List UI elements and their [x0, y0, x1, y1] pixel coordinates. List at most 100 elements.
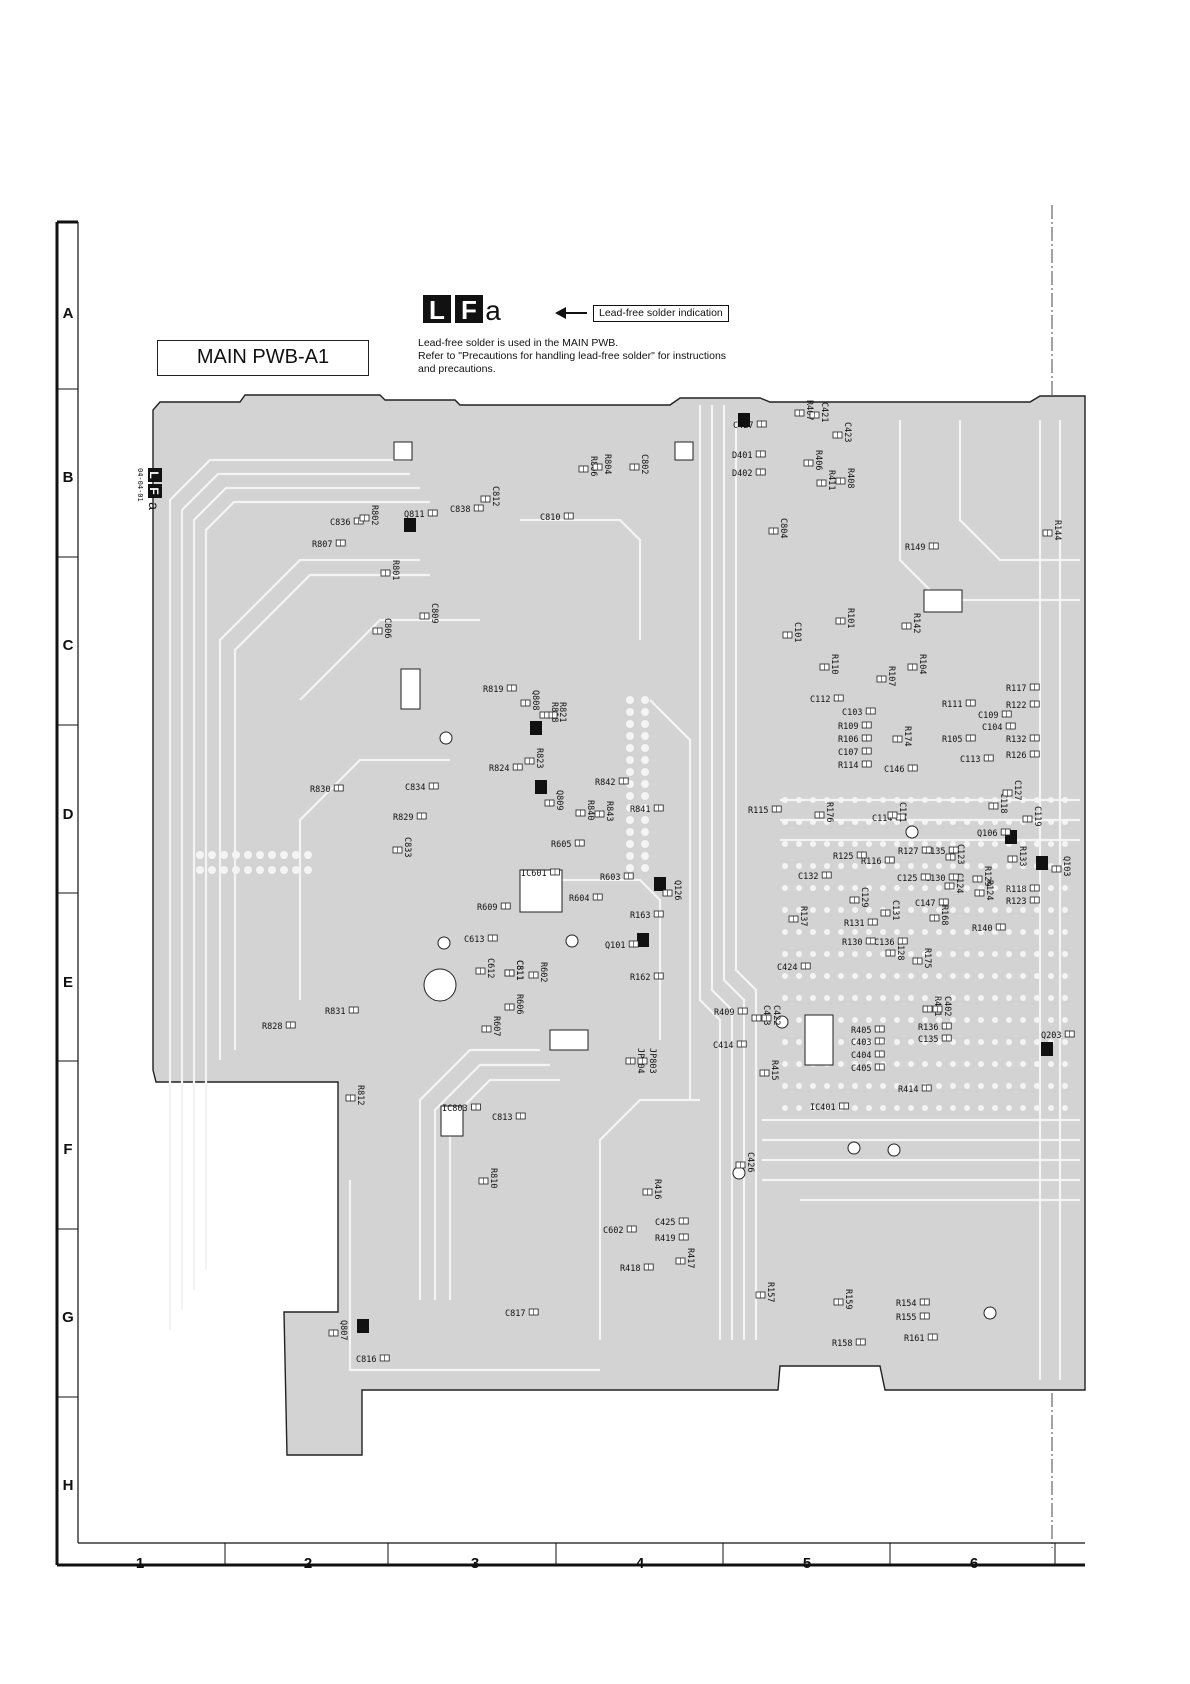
- component-label: R807: [312, 540, 332, 550]
- component-pads: [285, 409, 1075, 1362]
- component-label: Q203: [1041, 1031, 1061, 1041]
- component-label: C111: [897, 802, 907, 822]
- component-label: R104: [917, 654, 927, 674]
- svg-text:F: F: [147, 487, 161, 494]
- component-label: R115: [748, 806, 768, 816]
- reference-designators: C427D401D402R407C421R406C423R408R411R806…: [262, 400, 1071, 1365]
- component-label: D401: [732, 451, 752, 461]
- grid-row-label: A: [62, 305, 74, 322]
- lead-free-logo: L F a: [423, 295, 501, 325]
- component-label: R602: [538, 962, 548, 982]
- component-label: Q808: [530, 690, 540, 710]
- component-label: R159: [843, 1289, 853, 1309]
- component-label: R128: [895, 940, 905, 960]
- component-label: R416: [652, 1179, 662, 1199]
- component-label: Q101: [605, 941, 625, 951]
- lead-free-logo-a: a: [485, 295, 501, 325]
- component-label: R116: [861, 857, 881, 867]
- grid-row-label: G: [62, 1309, 74, 1326]
- svg-text:a: a: [146, 502, 162, 510]
- component-label: C809: [429, 603, 439, 623]
- grid-column-label: 6: [969, 1555, 979, 1572]
- lead-free-notes: Lead-free solder is used in the MAIN PWB…: [418, 337, 726, 376]
- component-label: C834: [405, 783, 425, 793]
- component-label: R419: [655, 1234, 675, 1244]
- component-label: C135: [918, 1035, 938, 1045]
- component-label: R823: [534, 748, 544, 768]
- component-label: R144: [1052, 520, 1062, 540]
- component-label: C817: [505, 1309, 525, 1319]
- board-title: MAIN PWB-A1: [157, 340, 369, 376]
- component-label: R163: [630, 911, 650, 921]
- component-label: R821: [557, 702, 567, 722]
- component-label: D402: [732, 469, 752, 479]
- component-label: R132: [1006, 735, 1026, 745]
- component-label: R140: [972, 924, 992, 934]
- component-label: C421: [819, 402, 829, 422]
- component-label: R118: [1006, 885, 1026, 895]
- component-label: R831: [325, 1007, 345, 1017]
- component-label: Q811: [404, 510, 424, 520]
- component-label: R405: [851, 1026, 871, 1036]
- component-label: R127: [898, 847, 918, 857]
- component-label: R122: [1006, 701, 1026, 711]
- component-label: R157: [765, 1282, 775, 1302]
- component-label: R604: [569, 894, 589, 904]
- grid-row-label: F: [63, 1141, 73, 1158]
- component-label: C136: [874, 938, 894, 948]
- component-label: R123: [1006, 897, 1026, 907]
- component-label: C414: [713, 1041, 733, 1051]
- component-label: R131: [844, 919, 864, 929]
- component-label: C806: [382, 618, 392, 638]
- component-label: R810: [488, 1168, 498, 1188]
- component-label: C125: [897, 874, 917, 884]
- component-label: R136: [918, 1023, 938, 1033]
- component-label: C123: [955, 844, 965, 864]
- component-label: C114: [872, 814, 892, 824]
- lead-free-indication-label: Lead-free solder indication: [593, 305, 729, 322]
- component-label: C810: [540, 513, 560, 523]
- component-label: C426: [745, 1152, 755, 1172]
- component-label: C127: [1012, 780, 1022, 800]
- component-label: C131: [890, 900, 900, 920]
- component-label: R161: [904, 1334, 924, 1344]
- component-label: C833: [402, 837, 412, 857]
- lead-free-note-line: Lead-free solder is used in the MAIN PWB…: [418, 337, 619, 349]
- component-label: R828: [262, 1022, 282, 1032]
- component-label: Q807: [338, 1320, 348, 1340]
- component-label: C405: [851, 1064, 871, 1074]
- component-label: C103: [842, 708, 862, 718]
- component-label: Q106: [977, 829, 997, 839]
- component-label: R114: [838, 761, 858, 771]
- component-label: R158: [832, 1339, 852, 1349]
- component-label: R105: [942, 735, 962, 745]
- lead-free-logo-f: F: [461, 295, 477, 325]
- component-label: C804: [778, 518, 788, 538]
- component-label: R605: [551, 840, 571, 850]
- component-label: C146: [884, 765, 904, 775]
- component-label: C124: [954, 873, 964, 893]
- component-label: C813: [492, 1113, 512, 1123]
- component-label: R609: [477, 903, 497, 913]
- component-label: R176: [824, 802, 834, 822]
- grid-row-label: B: [62, 469, 74, 486]
- lead-free-logo-l: L: [429, 295, 445, 325]
- component-label: R117: [1006, 684, 1026, 694]
- component-label: C132: [798, 872, 818, 882]
- arrow-left-icon: [555, 307, 587, 319]
- component-label: R142: [911, 613, 921, 633]
- component-label: R130: [842, 938, 862, 948]
- mounting-parts: [357, 413, 1053, 1333]
- component-label: R107: [886, 666, 896, 686]
- component-label: R841: [630, 805, 650, 815]
- grid-column-label: 2: [303, 1555, 313, 1572]
- grid-row-label: D: [62, 806, 74, 823]
- component-label: R111: [942, 700, 962, 710]
- component-label: R155: [896, 1313, 916, 1323]
- component-label: R842: [595, 778, 615, 788]
- component-label: R418: [620, 1264, 640, 1274]
- component-label: C403: [851, 1038, 871, 1048]
- component-label: R135: [925, 847, 945, 857]
- component-label: R162: [630, 973, 650, 983]
- grid-column-label: 5: [802, 1555, 812, 1572]
